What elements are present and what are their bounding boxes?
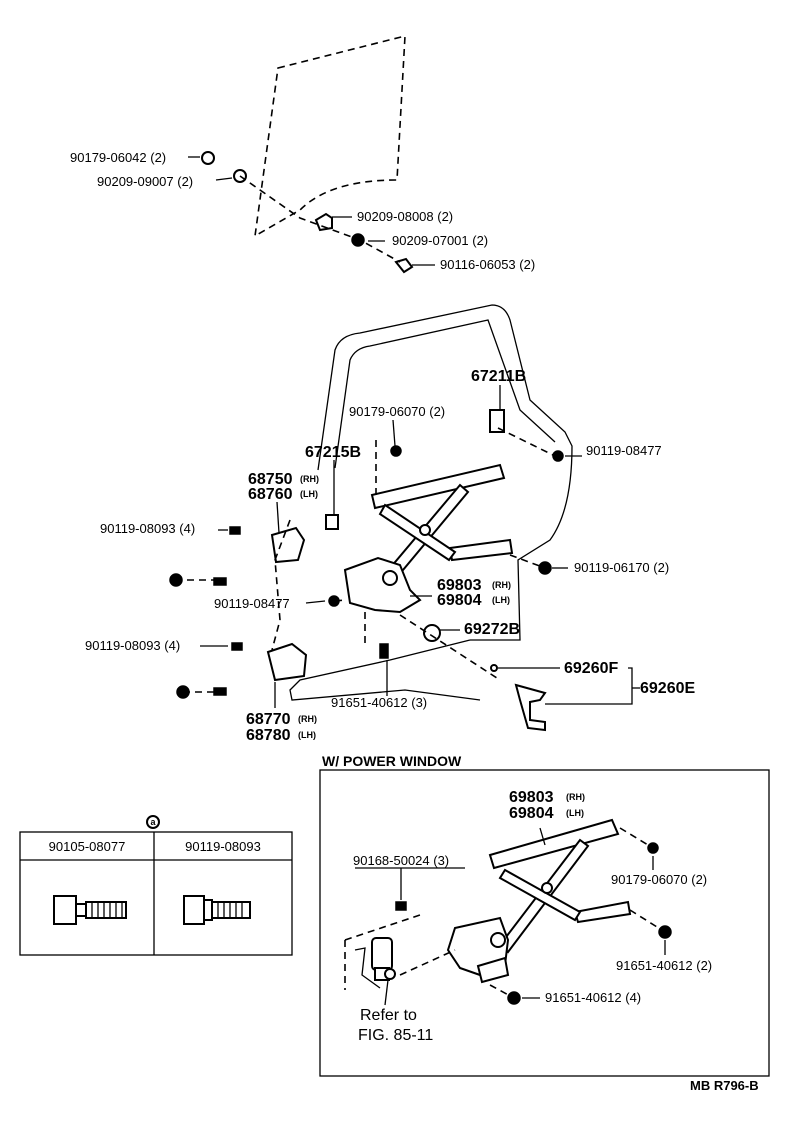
label-90209-08008: 90209-08008 (2) bbox=[357, 209, 453, 224]
glass-channel-bracket-icon bbox=[314, 212, 333, 232]
regulator-lower-rail-icon bbox=[448, 538, 514, 562]
window-regulator-assembly: 67211B 90179-06070 (2) 90119-08477 67215… bbox=[85, 304, 695, 744]
flange-bolt-icon bbox=[53, 895, 127, 925]
pw-bolt-90168-icon bbox=[395, 901, 407, 911]
diagram-code: MB R796-B bbox=[690, 1078, 759, 1093]
table-marker-letter: a bbox=[150, 817, 156, 827]
regulator-arm-b-icon bbox=[378, 503, 457, 562]
pw-label-69803: 69803 bbox=[509, 789, 554, 806]
label-90116-06053: 90116-06053 (2) bbox=[440, 257, 535, 272]
pw-label-90168-50024: 90168-50024 (3) bbox=[353, 853, 449, 868]
nut-90179-06070-icon bbox=[390, 445, 402, 457]
label-90179-06070: 90179-06070 (2) bbox=[349, 404, 445, 419]
regulator-upper-rail-icon bbox=[370, 463, 506, 510]
pw-label-91651-40612-2: 91651-40612 (2) bbox=[616, 958, 712, 973]
label-68770-side: (RH) bbox=[298, 714, 317, 724]
power-window-title: W/ POWER WINDOW bbox=[322, 753, 462, 769]
pw-label-69804-side: (LH) bbox=[566, 808, 584, 818]
power-window-assembly: W/ POWER WINDOW 69803 bbox=[319, 753, 770, 1077]
table-header-90119-08093: 90119-08093 bbox=[185, 839, 261, 854]
label-69804-side: (LH) bbox=[492, 595, 510, 605]
door-frame-outline bbox=[317, 304, 573, 641]
label-90209-09007: 90209-09007 (2) bbox=[97, 174, 193, 189]
label-90179-06042: 90179-06042 (2) bbox=[70, 150, 166, 165]
label-68750-side: (RH) bbox=[300, 474, 319, 484]
pw-label-90179-06070: 90179-06070 (2) bbox=[611, 872, 707, 887]
label-90209-07001: 90209-07001 (2) bbox=[392, 233, 488, 248]
pw-label-91651-40612-4: 91651-40612 (4) bbox=[545, 990, 641, 1005]
pw-refer-line2: FIG. 85-11 bbox=[358, 1027, 433, 1044]
glass-channel-67215b-icon bbox=[325, 514, 339, 530]
label-68770: 68770 bbox=[246, 711, 291, 728]
label-90119-06170: 90119-06170 (2) bbox=[574, 560, 669, 575]
hinge-lower-icon bbox=[266, 642, 308, 682]
label-67211b: 67211B bbox=[471, 368, 526, 385]
door-glass-outline bbox=[253, 34, 406, 238]
label-69260e: 69260E bbox=[640, 680, 695, 697]
pw-label-69803-side: (RH) bbox=[566, 792, 585, 802]
pw-label-69804: 69804 bbox=[509, 805, 554, 822]
label-91651-40612-3: 91651-40612 (3) bbox=[331, 695, 427, 710]
regulator-sector-gear-icon bbox=[343, 556, 422, 614]
power-window-box bbox=[319, 769, 770, 1077]
pw-refer-line1: Refer to bbox=[360, 1007, 417, 1024]
bolt-reference-table: a 90105-08077 90119-08093 bbox=[19, 815, 293, 956]
label-90119-08477-a: 90119-08477 bbox=[586, 443, 662, 458]
pw-arm-b-icon bbox=[498, 868, 582, 922]
label-90119-08093-b: 90119-08093 (4) bbox=[85, 638, 180, 653]
power-window-motor-icon bbox=[354, 937, 396, 989]
bracket-69260e-icon bbox=[514, 683, 547, 732]
label-69804: 69804 bbox=[437, 592, 482, 609]
bolt-90119-08477-icon bbox=[552, 450, 564, 462]
glass-nut-icon bbox=[201, 151, 215, 165]
pw-gear-teeth-icon bbox=[476, 956, 510, 984]
label-68780-side: (LH) bbox=[298, 730, 316, 740]
label-90119-08093-a: 90119-08093 (4) bbox=[100, 521, 195, 536]
label-68780: 68780 bbox=[246, 727, 291, 744]
bolt-91651-icon bbox=[379, 643, 389, 659]
label-69260f: 69260F bbox=[564, 660, 618, 677]
table-marker-icon bbox=[146, 815, 160, 829]
label-69272b: 69272B bbox=[464, 621, 520, 638]
label-68750: 68750 bbox=[248, 471, 293, 488]
label-69803: 69803 bbox=[437, 577, 482, 594]
label-68760-side: (LH) bbox=[300, 489, 318, 499]
label-68760: 68760 bbox=[248, 486, 293, 503]
table-header-90105-08077: 90105-08077 bbox=[49, 839, 126, 854]
pw-upper-rail-icon bbox=[488, 818, 620, 870]
door-glass-assembly: 90179-06042 (2) 90209-09007 (2) 90209-08… bbox=[70, 34, 535, 274]
pw-lower-rail-icon bbox=[573, 900, 632, 924]
washer-bolt-icon bbox=[183, 895, 251, 925]
roller-guide-icon bbox=[489, 409, 505, 433]
glass-bolt-icon bbox=[394, 257, 414, 274]
label-67215b: 67215B bbox=[305, 444, 361, 461]
damper-69272b-icon bbox=[423, 624, 441, 642]
label-90119-08477-b: 90119-08477 bbox=[214, 596, 290, 611]
label-69803-side: (RH) bbox=[492, 580, 511, 590]
